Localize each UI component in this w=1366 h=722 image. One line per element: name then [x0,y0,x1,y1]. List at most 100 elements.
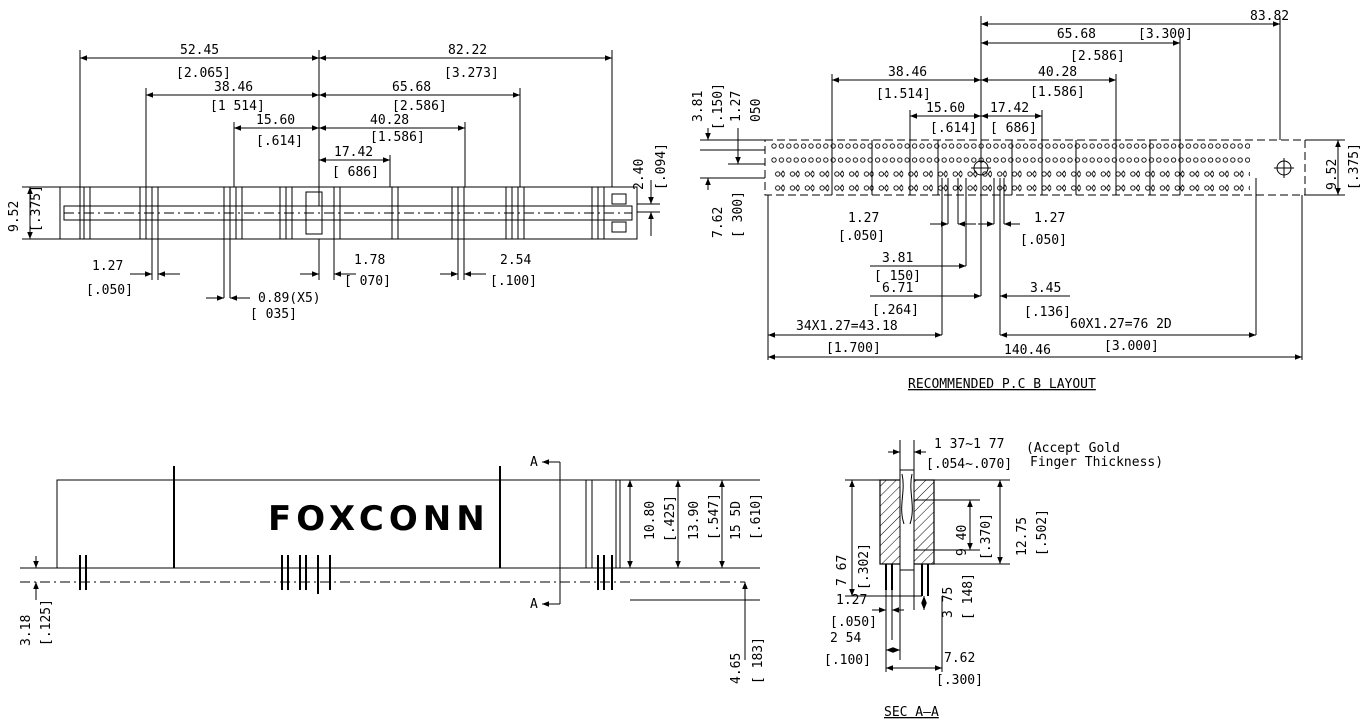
sec-dim-12-75: 12.75 [1015,517,1030,556]
section-mark-top: A [530,455,538,470]
pcb-dim-83-82-inch: [3.300] [1138,27,1193,42]
top-dim-38-46-inch: [1 514] [210,99,265,114]
pcb-dim-38-46: 38.46 [888,65,927,80]
pcb-dim-9-52: 9.52 [1325,159,1340,190]
pcb-caption: RECOMMENDED P.C B LAYOUT [908,377,1096,392]
pcb-dim-1-27-a: 1.27 [729,91,744,122]
pcb-dim-1-27-b: 1.27 [848,211,879,226]
pcb-dim-7-62: 7.62 [711,207,726,238]
side-dim-10-80: 10.80 [643,501,658,540]
pcb-dim-140-46: 140.46 [1004,343,1051,358]
top-dim-82-22-inch: [3.273] [444,66,499,81]
top-dim-1-27-inch: [.050] [86,283,133,298]
top-view-body [59,186,638,240]
top-dim-65-68-inch: [2.586] [392,99,447,114]
top-dim-1-27: 1.27 [92,259,123,274]
pcb-dim-15-60-inch: [.614] [930,121,977,136]
pcb-dim-3-81-b: 3.81 [882,251,913,266]
side-dim-4-65-inch: [ 183] [751,637,766,684]
side-dim-4-65: 4.65 [729,653,744,684]
section-mark-bottom: A [530,597,538,612]
pcb-dim-3-81-b-inch: [ 150] [874,269,921,284]
pcb-dim-40-28-inch: [1.586] [1030,85,1085,100]
top-dim-2-40: 2.40 [632,159,647,190]
pcb-dim-1-27-b-inch: [.050] [838,229,885,244]
top-dim-1-78: 1.78 [354,253,385,268]
sec-dim-7-62-inch: [.300] [936,673,983,688]
top-dim-0-89: 0.89(X5) [258,291,321,306]
top-dim-9-52: 9.52 [7,201,22,232]
top-dim-2-54-inch: [.100] [490,274,537,289]
top-dim-15-60-inch: [.614] [256,134,303,149]
sec-note-line2: Finger Thickness) [1030,455,1163,470]
sec-dim-3-75-inch: [ 148] [961,573,976,620]
side-dim-3-18: 3.18 [19,615,34,646]
pcb-dim-6-71-inch: [.264] [872,303,919,318]
side-dim-3-18-inch: [.125] [39,599,54,646]
sec-dim-2-54-inch: [.100] [824,653,871,668]
sec-dim-1-37: 1 37~1 77 [934,437,1004,452]
sec-dim-1-27: 1.27 [836,593,867,608]
top-dim-38-46: 38.46 [214,80,253,95]
sec-dim-9-40-inch: [.370] [979,513,994,560]
pcb-dim-40-28: 40.28 [1038,65,1077,80]
pcb-dim-38-46-inch: [1.514] [876,87,931,102]
sec-dim-7-67: 7 67 [835,555,850,586]
top-dim-1-78-inch: [ 070] [344,274,391,289]
section-caption: SEC A—A [884,705,939,720]
pcb-dim-17-42-inch: [ 686] [990,121,1037,136]
side-dim-10-80-inch: [.425] [663,495,678,542]
pcb-dim-60x: 60X1.27=76 2D [1070,317,1172,332]
top-dim-2-40-inch: [.094] [654,143,669,190]
top-dim-52-45-inch: [2.065] [176,66,231,81]
side-dim-13-90-inch: [.547] [707,493,722,540]
sec-dim-1-37-inch: [.054~.070] [926,457,1012,472]
side-dim-15-50-inch: [.610] [749,493,764,540]
top-dim-2-54: 2.54 [500,253,531,268]
pcb-dim-65-68: 65.68 [1057,27,1096,42]
side-dim-13-90: 13.90 [687,501,702,540]
top-view: 52.45 [2.065] 82.22 [3.273] 38.46 [1 514… [7,43,669,322]
pcb-dim-1-27-c: 1.27 [1034,211,1065,226]
top-dim-52-45: 52.45 [180,43,219,58]
top-dim-15-60: 15.60 [256,113,295,128]
pcb-dim-60x-inch: [3.000] [1104,339,1159,354]
top-dim-17-42: 17.42 [334,145,373,160]
sec-note-line1: (Accept Gold [1026,441,1120,456]
sec-dim-9-40: 9 40 [955,525,970,556]
pcb-dim-83-82: 83.82 [1250,9,1289,24]
side-dim-15-50: 15 5D [729,501,744,540]
pcb-layout: 83.82 [3.300] 65.68 [2.586] 38.46 [1.514… [691,9,1362,392]
sec-dim-12-75-inch: [.502] [1035,509,1050,556]
sec-dim-2-54: 2 54 [830,631,861,646]
section-view: 1 37~1 77 [.054~.070] (Accept Gold Finge… [824,437,1163,720]
pcb-dim-9-52-inch: [.375] [1347,143,1362,190]
top-dim-65-68: 65.68 [392,80,431,95]
pcb-dim-17-42: 17.42 [990,101,1029,116]
top-dim-9-52-inch: [.375] [29,185,44,232]
side-view: FOXCONN A A 10.80 [.425] 13.90 [.547] [19,455,766,684]
pcb-dim-1-27-a-inch: 050 [749,99,764,122]
pcb-dim-1-27-c-inch: [.050] [1020,233,1067,248]
pcb-dim-3-81: 3.81 [691,91,706,122]
top-dim-40-28: 40.28 [370,113,409,128]
pcb-dim-3-81-inch: [.150] [711,83,726,130]
top-dim-0-89-inch: [ 035] [250,307,297,322]
top-dim-17-42-inch: [ 686] [332,165,379,180]
pcb-dim-65-68-inch: [2.586] [1070,49,1125,64]
pcb-dim-34x: 34X1.27=43.18 [796,319,898,334]
pcb-dim-34x-inch: [1.700] [826,341,881,356]
pcb-dim-3-45-inch: [.136] [1024,305,1071,320]
sec-dim-3-75: 3 75 [941,587,956,618]
sec-dim-1-27-inch: [.050] [830,615,877,630]
pcb-dim-6-71: 6.71 [882,281,913,296]
pcb-dim-3-45: 3.45 [1030,281,1061,296]
pcb-dim-7-62-inch: [ 300] [731,191,746,238]
top-dim-82-22: 82.22 [448,43,487,58]
foxconn-logo: FOXCONN [268,499,490,539]
top-dim-40-28-inch: [1.586] [370,130,425,145]
sec-dim-7-67-inch: [.302] [857,543,872,590]
pcb-dim-15-60: 15.60 [926,101,965,116]
sec-dim-7-62: 7.62 [944,651,975,666]
